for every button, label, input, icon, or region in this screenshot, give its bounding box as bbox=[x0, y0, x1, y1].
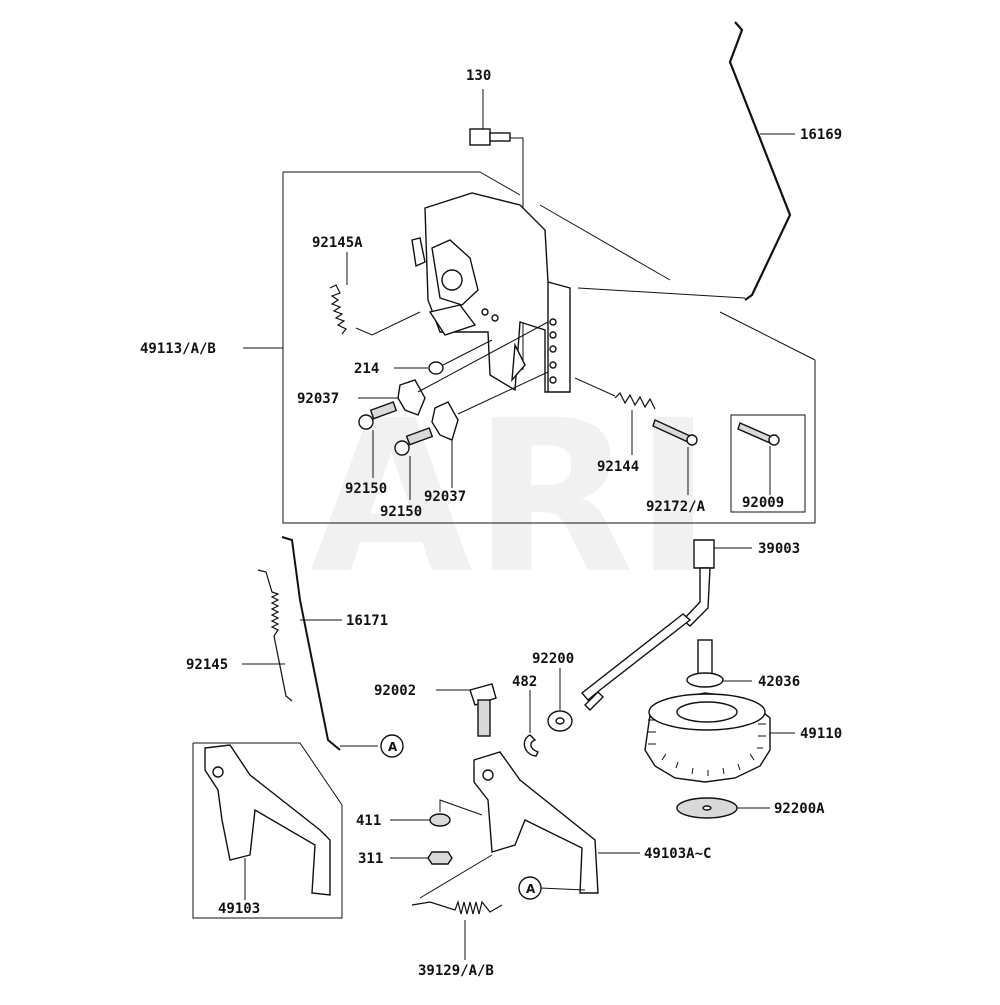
spring-39129 bbox=[411, 854, 503, 960]
label-92145A: 92145A bbox=[312, 235, 363, 251]
label-92200A: 92200A bbox=[774, 801, 825, 817]
washer-92200 bbox=[547, 668, 573, 732]
label-39129-a-b: 39129/A/B bbox=[418, 963, 494, 979]
label-130: 130 bbox=[466, 68, 491, 84]
spring-92145A bbox=[329, 252, 421, 336]
screw-92150-upper bbox=[358, 401, 398, 478]
label-39003: 39003 bbox=[758, 541, 800, 557]
label-92150-lower: 92150 bbox=[380, 504, 422, 520]
label-92145: 92145 bbox=[186, 657, 228, 673]
washer-411 bbox=[390, 799, 483, 827]
gear-49110 bbox=[644, 692, 795, 783]
label-92144: 92144 bbox=[597, 459, 639, 475]
label-92037-upper: 92037 bbox=[297, 391, 339, 407]
callout-a-marker-lower: A bbox=[518, 876, 542, 900]
label-49103: 49103 bbox=[218, 901, 260, 917]
label-92172-a: 92172/A bbox=[646, 499, 706, 515]
label-92009: 92009 bbox=[742, 495, 784, 511]
label-92002: 92002 bbox=[374, 683, 416, 699]
bracket-49103AC bbox=[473, 751, 640, 894]
label-311: 311 bbox=[358, 851, 383, 867]
label-49103A-C: 49103A~C bbox=[644, 846, 711, 862]
callout-a-marker-upper: A bbox=[380, 734, 404, 758]
label-16171: 16171 bbox=[346, 613, 388, 629]
watermark: ARI bbox=[310, 375, 712, 620]
screw-92150-lower bbox=[394, 427, 434, 500]
shaft-39003 bbox=[580, 539, 752, 711]
rod-16169 bbox=[577, 21, 795, 301]
clamp-92037-lower bbox=[431, 371, 549, 488]
bracket-49103 bbox=[204, 744, 331, 900]
callout-a-label-lower: A bbox=[526, 882, 536, 896]
label-92037-lower: 92037 bbox=[424, 489, 466, 505]
inset-box-92009 bbox=[730, 414, 806, 513]
screw-92009 bbox=[737, 422, 780, 495]
inset-box-49103 bbox=[192, 742, 343, 919]
e-clip-482 bbox=[523, 690, 539, 757]
label-411: 411 bbox=[356, 813, 381, 829]
clamp-92037-upper bbox=[358, 321, 549, 416]
control-plate bbox=[411, 192, 571, 393]
bolt-92002 bbox=[436, 683, 497, 737]
screw-92172 bbox=[652, 419, 698, 495]
spring-92145 bbox=[242, 569, 293, 702]
nut-311 bbox=[390, 851, 453, 865]
label-49110: 49110 bbox=[800, 726, 842, 742]
callout-a-label-upper: A bbox=[388, 740, 398, 754]
label-16169: 16169 bbox=[800, 127, 842, 143]
rod-16171 bbox=[281, 536, 378, 751]
washer-92200A bbox=[676, 797, 770, 819]
label-49113-a-b: 49113/A/B bbox=[140, 341, 216, 357]
label-482: 482 bbox=[512, 674, 537, 690]
label-42036: 42036 bbox=[758, 674, 800, 690]
screw-214 bbox=[394, 339, 493, 375]
label-92150-upper: 92150 bbox=[345, 481, 387, 497]
label-214: 214 bbox=[354, 361, 379, 377]
pin-42036 bbox=[686, 639, 752, 688]
label-92200: 92200 bbox=[532, 651, 574, 667]
spring-92144 bbox=[574, 377, 656, 455]
